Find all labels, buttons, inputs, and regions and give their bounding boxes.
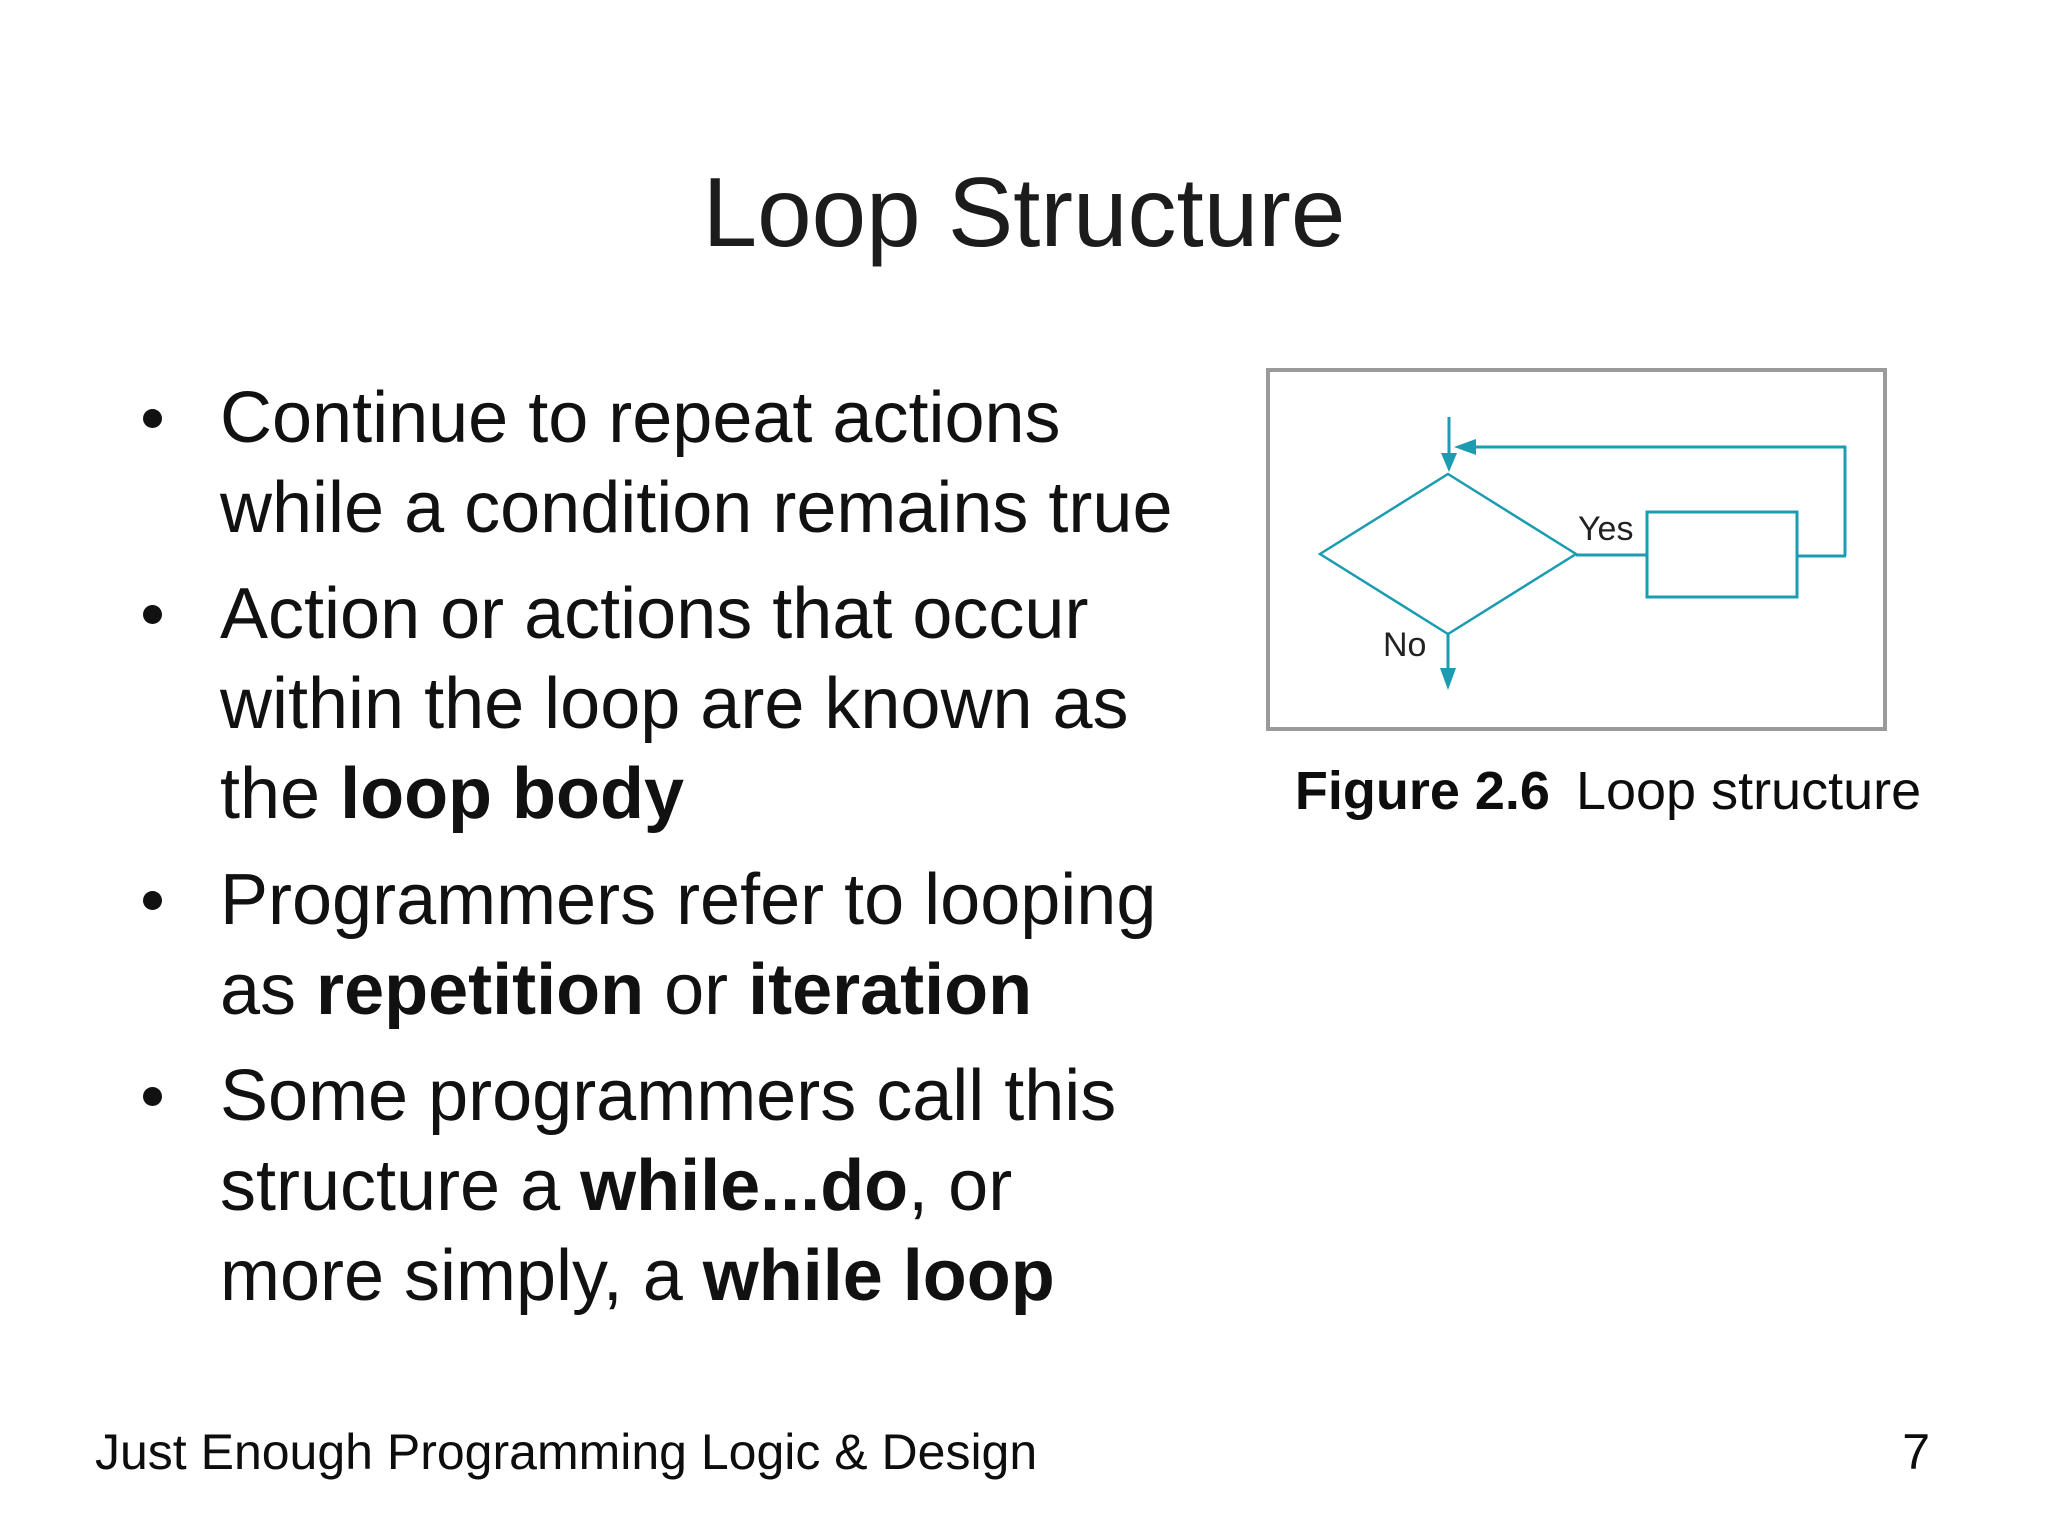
footer-book-title: Just Enough Programming Logic & Design (95, 1424, 1038, 1480)
bullet-text: Some programmers call this (220, 1056, 1117, 1136)
no-label: No (1383, 626, 1427, 664)
loop-flowchart (1317, 417, 1847, 690)
bullet-line: as repetition or iteration (220, 945, 1310, 1035)
bullet-text: Action or actions that occur (220, 574, 1089, 654)
bullet-text: within the loop are known as (220, 664, 1129, 744)
bullet-dot-icon (143, 409, 162, 428)
bullet-text: while a condition remains true (220, 468, 1173, 548)
bullet-term-bold: loop body (340, 754, 685, 834)
bullet-text: or (644, 950, 749, 1030)
bullet-dot-icon (143, 1087, 162, 1106)
bullet-line: the loop body (220, 749, 1310, 839)
yes-label: Yes (1578, 510, 1634, 548)
bullet-text: as (220, 950, 317, 1030)
bullet-line: Action or actions that occur (220, 569, 1310, 659)
bullet-dot-icon (143, 891, 162, 910)
figure-loop-structure: Yes No (1266, 368, 1887, 731)
figure-caption-text: Loop structure (1575, 761, 1922, 821)
bullet-list: Continue to repeat actions while a condit… (0, 373, 1310, 1321)
bullet-term-bold: while...do (580, 1146, 909, 1226)
bullet-text: structure a (220, 1146, 581, 1226)
figure-caption: Figure 2.6 Loop structure (1258, 758, 1958, 824)
loopback-arrowhead-icon (1454, 439, 1476, 455)
bullet-text: Programmers refer to looping (220, 860, 1157, 940)
bullet-line: more simply, a while loop (220, 1231, 1310, 1321)
bullet-text: more simply, a (220, 1236, 703, 1316)
slide-title: Loop Structure (702, 157, 1346, 267)
entry-arrowhead-icon (1441, 453, 1457, 472)
bullet-item: Continue to repeat actions while a condit… (0, 373, 1310, 553)
bullet-line: Some programmers call this (220, 1051, 1310, 1141)
bullet-term-bold: while loop (702, 1236, 1055, 1316)
bullet-term-bold: iteration (748, 950, 1033, 1030)
bullet-line: within the loop are known as (220, 659, 1310, 749)
bullet-line: structure a while...do, or (220, 1141, 1310, 1231)
bullet-term-bold: repetition (316, 950, 645, 1030)
bullet-line: Continue to repeat actions (220, 373, 1310, 463)
decision-diamond (1317, 472, 1579, 636)
bullet-text: the (220, 754, 341, 834)
bullet-dot-icon (143, 605, 162, 624)
footer-page-number: 7 (1902, 1424, 1930, 1480)
bullet-line: while a condition remains true (220, 463, 1310, 553)
bullet-line: Programmers refer to looping (220, 855, 1310, 945)
bullet-item: Action or actions that occur within the l… (0, 569, 1310, 839)
figure-caption-number: Figure 2.6 (1294, 761, 1550, 821)
bullet-text: , or (908, 1146, 1013, 1226)
bullet-text: Continue to repeat actions (220, 378, 1061, 458)
no-arrowhead-icon (1440, 668, 1456, 690)
loop-body-rect (1645, 510, 1799, 599)
